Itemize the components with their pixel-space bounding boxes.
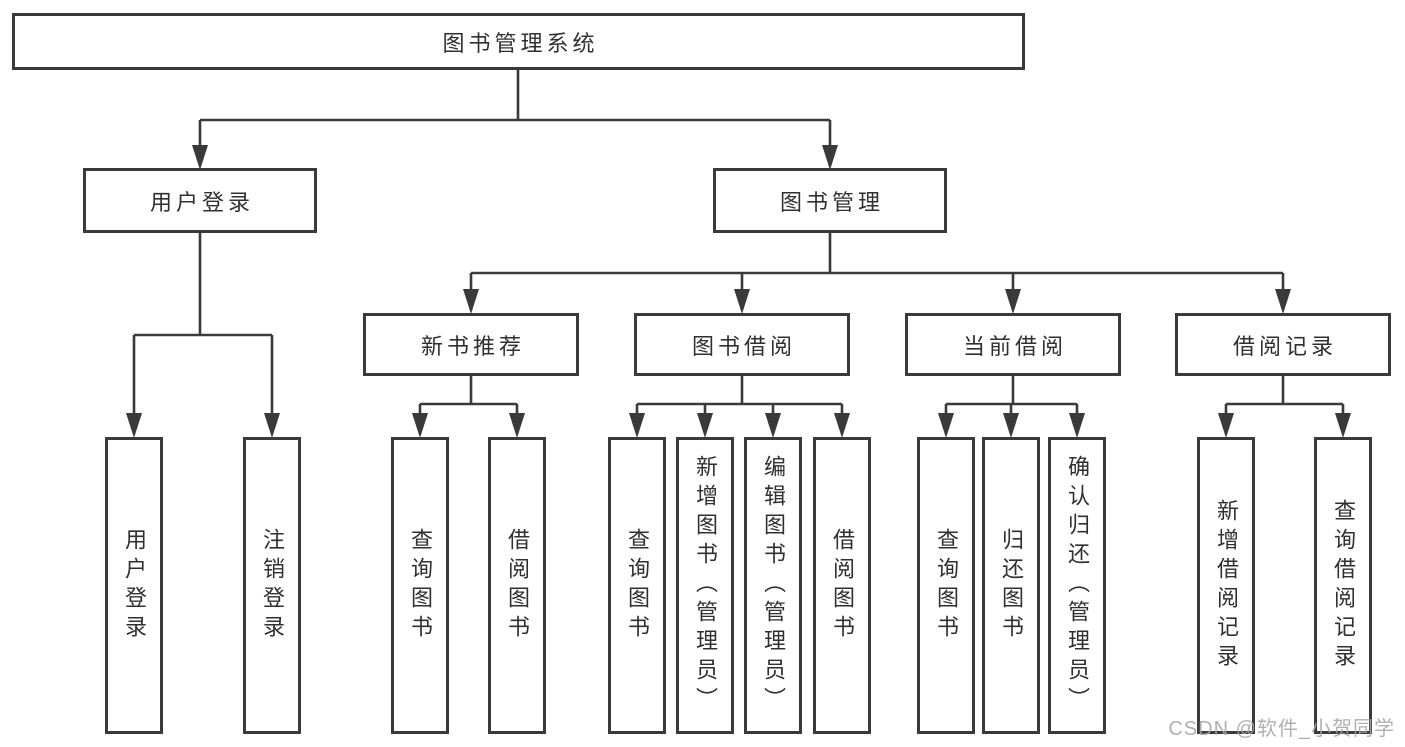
arrowhead-icon <box>834 413 850 438</box>
node-book-management: 图书管理 <box>713 168 947 233</box>
arrowhead-icon <box>509 413 525 438</box>
connector-path <box>132 70 1345 434</box>
leaf-label: 用户登录 <box>122 527 147 644</box>
leaf-label: 查询借阅记录 <box>1331 498 1356 673</box>
node-label: 用户登录 <box>149 189 254 215</box>
leaf-label: 查询图书 <box>934 527 959 644</box>
arrowhead-icon <box>192 145 208 170</box>
leaf-label: 新增图书（管理员） <box>693 455 718 716</box>
leaf-borrow-books-recommend: 借阅图书 <box>488 437 546 734</box>
arrowhead-icon <box>765 413 781 438</box>
node-label: 新书推荐 <box>420 333 525 359</box>
leaf-label: 编辑图书（管理员） <box>761 455 786 716</box>
node-current-borrowing: 当前借阅 <box>905 313 1121 376</box>
leaf-edit-books-admin: 编辑图书（管理员） <box>744 437 802 734</box>
leaf-label: 借阅图书 <box>505 527 530 644</box>
node-label: 当前借阅 <box>962 333 1067 359</box>
arrowhead-icon <box>412 413 428 438</box>
arrowhead-icon <box>1003 413 1019 438</box>
leaf-query-books-recommend: 查询图书 <box>391 437 449 734</box>
leaf-label: 确认归还（管理员） <box>1065 455 1090 716</box>
arrowhead-icon <box>697 413 713 438</box>
arrowhead-icon <box>822 145 838 170</box>
leaf-label: 归还图书 <box>999 527 1024 644</box>
arrowhead-icon <box>1005 289 1021 314</box>
leaf-add-borrow-record: 新增借阅记录 <box>1197 437 1255 734</box>
node-user-login: 用户登录 <box>83 168 317 233</box>
arrowhead-icon <box>1275 289 1291 314</box>
leaf-borrow-books: 借阅图书 <box>813 437 871 734</box>
leaf-label: 借阅图书 <box>830 527 855 644</box>
leaf-user-login: 用户登录 <box>105 437 163 734</box>
node-label: 图书借阅 <box>691 333 796 359</box>
leaf-label: 查询图书 <box>408 527 433 644</box>
leaf-query-books-current: 查询图书 <box>917 437 975 734</box>
node-book-borrowing: 图书借阅 <box>634 313 850 376</box>
node-label: 借阅记录 <box>1232 333 1337 359</box>
node-library-management-system: 图书管理系统 <box>12 13 1025 70</box>
leaf-logout: 注销登录 <box>243 437 301 734</box>
leaf-add-books-admin: 新增图书（管理员） <box>676 437 734 734</box>
arrowhead-icon <box>126 413 142 438</box>
arrowhead-icon <box>264 413 280 438</box>
arrowhead-icon <box>938 413 954 438</box>
arrowhead-icon <box>1335 413 1351 438</box>
node-borrowing-records: 借阅记录 <box>1175 313 1391 376</box>
leaf-return-books: 归还图书 <box>982 437 1040 734</box>
leaf-label: 注销登录 <box>260 527 285 644</box>
arrowhead-icon <box>734 289 750 314</box>
watermark-text: CSDN @软件_小贺同学 <box>1168 718 1395 740</box>
arrowhead-icon <box>1069 413 1085 438</box>
leaf-query-books-borrowing: 查询图书 <box>608 437 666 734</box>
leaf-label: 查询图书 <box>625 527 650 644</box>
arrowhead-icon <box>629 413 645 438</box>
arrowhead-icon <box>1218 413 1234 438</box>
node-label: 图书管理系统 <box>442 30 599 56</box>
node-new-book-recommend: 新书推荐 <box>363 313 579 376</box>
node-label: 图书管理 <box>779 189 884 215</box>
leaf-query-borrow-record: 查询借阅记录 <box>1314 437 1372 734</box>
arrowhead-icon <box>463 289 479 314</box>
leaf-confirm-return-admin: 确认归还（管理员） <box>1048 437 1106 734</box>
leaf-label: 新增借阅记录 <box>1214 498 1239 673</box>
